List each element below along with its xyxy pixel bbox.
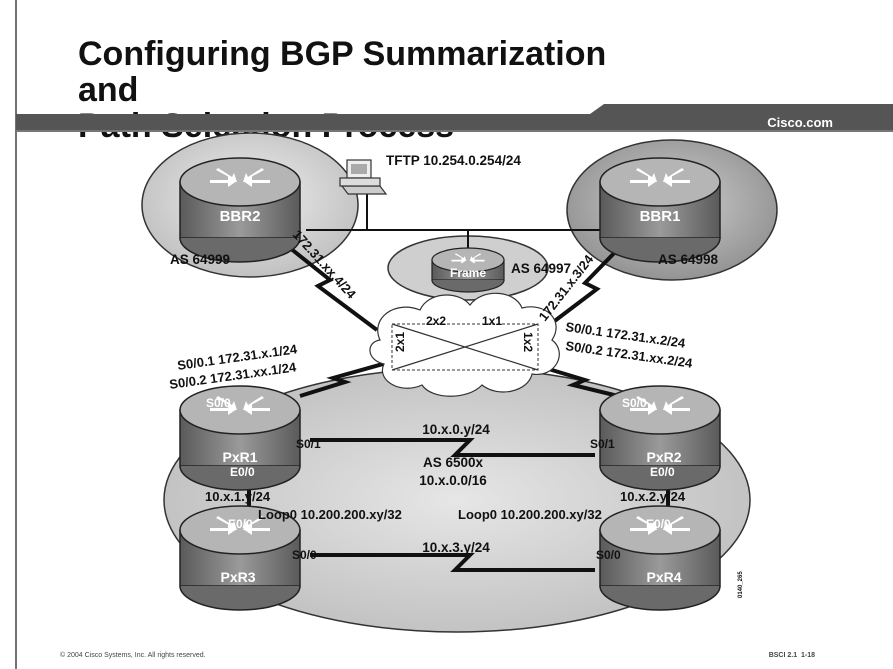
course-page: BSCI 2.1 1-18	[769, 652, 815, 659]
pxr4-s00: S0/0	[596, 548, 621, 562]
pxr4-e00: E0/0	[646, 517, 671, 531]
cisco-brand: Cisco.com	[767, 115, 833, 130]
as-64997-label: AS 64997	[511, 261, 571, 276]
net-10x1-label: 10.x.1.y/24	[205, 489, 271, 504]
bbr1-label: BBR1	[640, 208, 681, 225]
pxr1-s01: S0/1	[296, 437, 321, 451]
net-10x2-label: 10.x.2.y/24	[620, 489, 686, 504]
router-pxr3-icon	[179, 505, 301, 611]
figure-code: 0140_265	[738, 571, 744, 598]
pxr2-label: PxR2	[646, 449, 681, 465]
router-pxr4-icon	[599, 505, 721, 611]
copyright: © 2004 Cisco Systems, Inc. All rights re…	[60, 652, 206, 659]
dlci-2x1: 2x1	[393, 332, 407, 352]
router-frame-icon	[431, 247, 505, 293]
pxr2-frame-link	[531, 362, 619, 398]
as-64999-label: AS 64999	[170, 252, 230, 267]
pxr2-e00: E0/0	[650, 465, 675, 479]
pxr3-s00: S0/0	[292, 548, 317, 562]
pxr2-s00: S0/0	[622, 396, 647, 410]
bbr2-label: BBR2	[220, 208, 261, 225]
frame-relay-cloud	[369, 292, 560, 397]
pod-net-label: 10.x.0.0/16	[419, 473, 487, 488]
router-bbr2-icon	[179, 157, 301, 263]
dlci-1x2: 1x2	[521, 332, 535, 352]
loop-left-label: Loop0 10.200.200.xy/32	[258, 507, 402, 522]
router-pxr2-icon	[599, 385, 721, 491]
header-bar	[16, 104, 893, 132]
as-64998-label: AS 64998	[658, 252, 719, 267]
net-10x3-label: 10.x.3.y/24	[422, 540, 490, 555]
tftp-label: TFTP 10.254.0.254/24	[386, 153, 521, 168]
pxr1-label: PxR1	[222, 449, 257, 465]
pod-as-label: AS 6500x	[423, 455, 484, 470]
pxr1-pxr2-serial-link	[310, 438, 595, 457]
title-line-1: Configuring BGP Summarization and	[78, 35, 607, 109]
pxr1-e00: E0/0	[230, 465, 255, 479]
course-id: BSCI 2.1	[768, 652, 798, 659]
bbr2-serial-link	[278, 238, 379, 332]
tftp-server-icon	[339, 159, 388, 195]
pxr3-label: PxR3	[220, 569, 255, 585]
pxr2-s01: S0/1	[590, 437, 615, 451]
dlci-2x2: 2x2	[426, 314, 446, 328]
router-bbr1-icon	[599, 157, 721, 263]
pxr1-frame-link	[299, 360, 391, 398]
bbr1-serial-link	[546, 243, 624, 328]
router-pxr1-icon	[179, 385, 301, 491]
dlci-1x1: 1x1	[482, 314, 502, 328]
pxr3-e00: E0/0	[228, 517, 253, 531]
net-10x0-label: 10.x.0.y/24	[422, 422, 490, 437]
frame-label: Frame	[450, 266, 486, 280]
page-number: 1-18	[800, 652, 815, 659]
pxr1-s00: S0/0	[206, 396, 231, 410]
pxr3-pxr4-serial-link	[310, 553, 595, 572]
pxr4-label: PxR4	[646, 569, 681, 585]
loop-right-label: Loop0 10.200.200.xy/32	[458, 507, 602, 522]
